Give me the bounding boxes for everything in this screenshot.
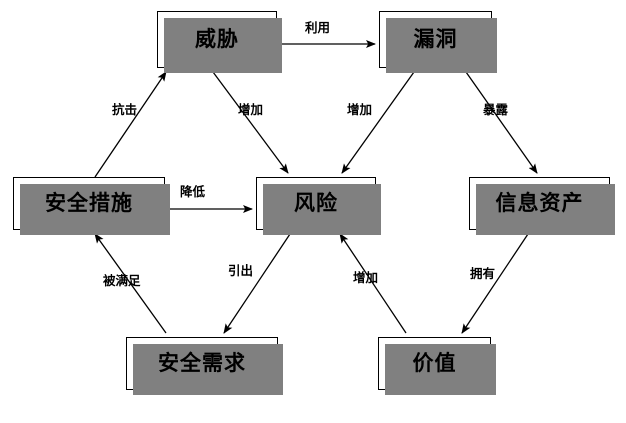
edge-label-risk-derives-requirement: 引出 (228, 263, 254, 278)
node-label-safeguard: 安全措施 (45, 191, 133, 215)
edge-label-value-increases-risk: 增加 (353, 270, 379, 285)
edge-vulnerability-increases-risk (341, 71, 415, 174)
node-label-requirement: 安全需求 (158, 351, 246, 375)
node-risk[interactable]: 风险 (256, 177, 381, 235)
node-asset[interactable]: 信息资产 (469, 177, 615, 235)
node-label-vulnerability: 漏洞 (413, 27, 458, 51)
edge-label-asset-owns-value: 拥有 (470, 266, 496, 281)
edge-vulnerability-exposes-asset (465, 71, 538, 174)
node-safeguard[interactable]: 安全措施 (13, 177, 170, 235)
node-label-threat: 威胁 (195, 27, 239, 51)
node-requirement[interactable]: 安全需求 (126, 337, 283, 395)
edge-requirement-satisfied-by-safeguard (94, 233, 167, 334)
edge-label-safeguard-counters-threat: 抗击 (112, 102, 138, 117)
node-value[interactable]: 价值 (378, 337, 496, 395)
edge-value-increases-risk (339, 233, 407, 334)
edge-label-threat-exploits-vulnerability: 利用 (305, 20, 331, 35)
edge-label-requirement-satisfied-by-safeguard: 被满足 (103, 273, 141, 288)
edge-risk-derives-requirement (223, 233, 291, 334)
node-label-risk: 风险 (294, 191, 338, 215)
node-vulnerability[interactable]: 漏洞 (379, 11, 497, 73)
edge-label-safeguard-reduces-risk: 降低 (180, 184, 206, 199)
edge-label-vulnerability-exposes-asset: 暴露 (483, 102, 509, 117)
node-label-asset: 信息资产 (495, 191, 584, 215)
edge-label-threat-increases-risk: 增加 (238, 102, 264, 117)
node-label-value: 价值 (412, 351, 457, 375)
edge-lines (94, 40, 538, 334)
node-threat[interactable]: 威胁 (157, 11, 282, 73)
edge-label-vulnerability-increases-risk: 增加 (347, 102, 373, 117)
edge-safeguard-counters-threat (94, 71, 167, 178)
edge-asset-owns-value (461, 233, 529, 334)
edge-threat-increases-risk (212, 71, 289, 174)
